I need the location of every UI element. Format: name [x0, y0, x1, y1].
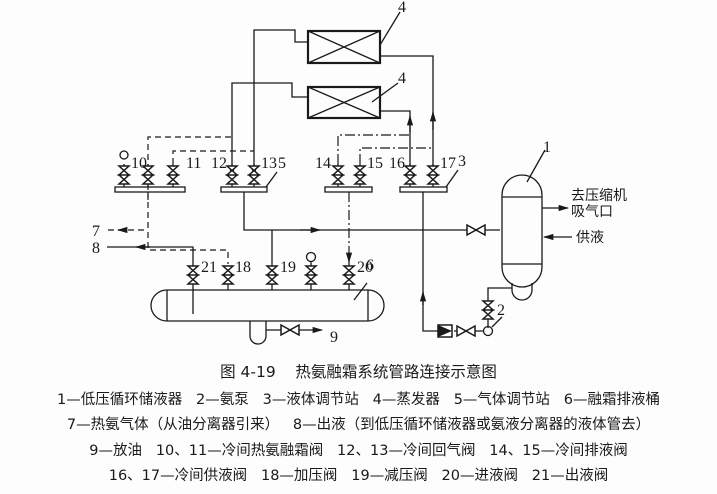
label-drain-tank: 6 — [366, 257, 374, 274]
ammonia-pump — [482, 325, 494, 337]
valve-18[interactable] — [222, 265, 234, 290]
valve-10[interactable] — [118, 150, 130, 187]
pipe-evap-top-supply — [380, 55, 434, 176]
legend-line-1: 1—低压循环储液器 2—氨泵 3—液体调节站 4—蒸发器 5—气体调节站 6—融… — [57, 392, 660, 408]
label-valve-21: 21 — [201, 259, 217, 276]
low-pressure-receiver — [501, 174, 543, 301]
label-valve-14: 14 — [315, 155, 331, 172]
leader-4-top — [379, 11, 401, 46]
defrost-piping-diagram: 4 4 10 11 12 13 — [92, 0, 627, 346]
main-return-line — [243, 192, 500, 231]
label-evaporator-top: 4 — [398, 0, 406, 16]
label-valve-13: 13 — [261, 155, 277, 172]
valve-13[interactable] — [248, 164, 260, 187]
label-liquid-station: 3 — [458, 153, 466, 170]
valve-12[interactable] — [226, 164, 238, 187]
liquid-supply-label: 供液 — [576, 230, 604, 246]
valve-10b[interactable] — [142, 164, 154, 187]
valve-20[interactable] — [343, 262, 355, 290]
label-receiver: 1 — [543, 139, 551, 156]
return-valve[interactable] — [466, 224, 486, 236]
pump-discharge-valve[interactable] — [456, 325, 476, 337]
leader-5 — [265, 171, 278, 188]
pump-to-station-line — [422, 230, 438, 332]
legend-line-4: 16、17—冷间供液阀 18—加压阀 19—减压阀 20—进液阀 21—出液阀 — [108, 468, 609, 484]
label-valve-18: 18 — [235, 259, 251, 276]
valve-17[interactable] — [427, 164, 439, 187]
label-valve-19: 19 — [280, 259, 296, 276]
oil-drain-valve[interactable] — [280, 324, 300, 336]
leader-6 — [353, 282, 368, 301]
drain-line-15 — [359, 147, 433, 164]
legend-line-2: 7—热氨气体（从油分离器引来） 8—出液（到低压循环储液器或氨液分离器的液体管去… — [66, 417, 651, 433]
hot-gas-line-7 — [147, 192, 229, 264]
label-valve-15: 15 — [367, 155, 383, 172]
pressure-gauge — [305, 251, 317, 290]
leader-2 — [491, 316, 503, 328]
figure-title: 图 4-19 热氨融霜系统管路连接示意图 — [220, 363, 497, 381]
label-valve-11: 11 — [186, 155, 201, 172]
label-line-7: 7 — [92, 223, 100, 240]
valve-14[interactable] — [332, 164, 344, 187]
leader-4-bottom — [371, 82, 399, 103]
to-compressor-label-1: 去压缩机 — [571, 188, 627, 204]
evaporator-bottom — [306, 85, 382, 120]
hot-gas-header — [114, 186, 186, 193]
pipe-evap-bottom-return — [228, 82, 308, 178]
label-gas-station: 5 — [278, 155, 286, 172]
label-pump: 2 — [497, 302, 505, 319]
label-valve-10: 10 — [131, 155, 147, 172]
label-line-8: 8 — [92, 240, 100, 257]
label-evaporator-bottom: 4 — [398, 70, 406, 87]
valve-15[interactable] — [354, 164, 366, 187]
legend-line-3: 9—放油 10、11—冷间热氨融霜阀 12、13—冷间回气阀 14、15—冷间排… — [89, 443, 628, 459]
label-valve-20: 20 — [357, 259, 373, 276]
hot-gas-line-11 — [172, 150, 254, 164]
check-valve — [437, 324, 453, 338]
valve-21[interactable] — [187, 265, 199, 285]
gas-station-header — [220, 186, 268, 193]
liquid-out-line-8 — [107, 246, 194, 314]
valve-16[interactable] — [404, 164, 416, 187]
label-valve-17: 17 — [440, 155, 456, 172]
leader-3 — [445, 169, 459, 188]
defrost-drain-tank — [150, 289, 385, 345]
valve-19[interactable] — [266, 265, 278, 285]
liquid-station-header — [399, 186, 448, 193]
valve-11[interactable] — [167, 164, 179, 187]
drain-line-14 — [337, 134, 410, 164]
label-oil-drain: 9 — [330, 329, 338, 346]
to-compressor-label-2: 吸气口 — [571, 204, 613, 220]
leader-1 — [526, 149, 546, 183]
pipe-evap-bottom-supply — [380, 110, 411, 176]
label-valve-16: 16 — [389, 155, 405, 172]
evaporator-top — [306, 29, 382, 65]
pipe-evap-top-return — [250, 29, 308, 178]
drain-station-header — [324, 186, 373, 193]
label-valve-12: 12 — [211, 155, 227, 172]
pump-suction-valve[interactable] — [482, 300, 494, 320]
